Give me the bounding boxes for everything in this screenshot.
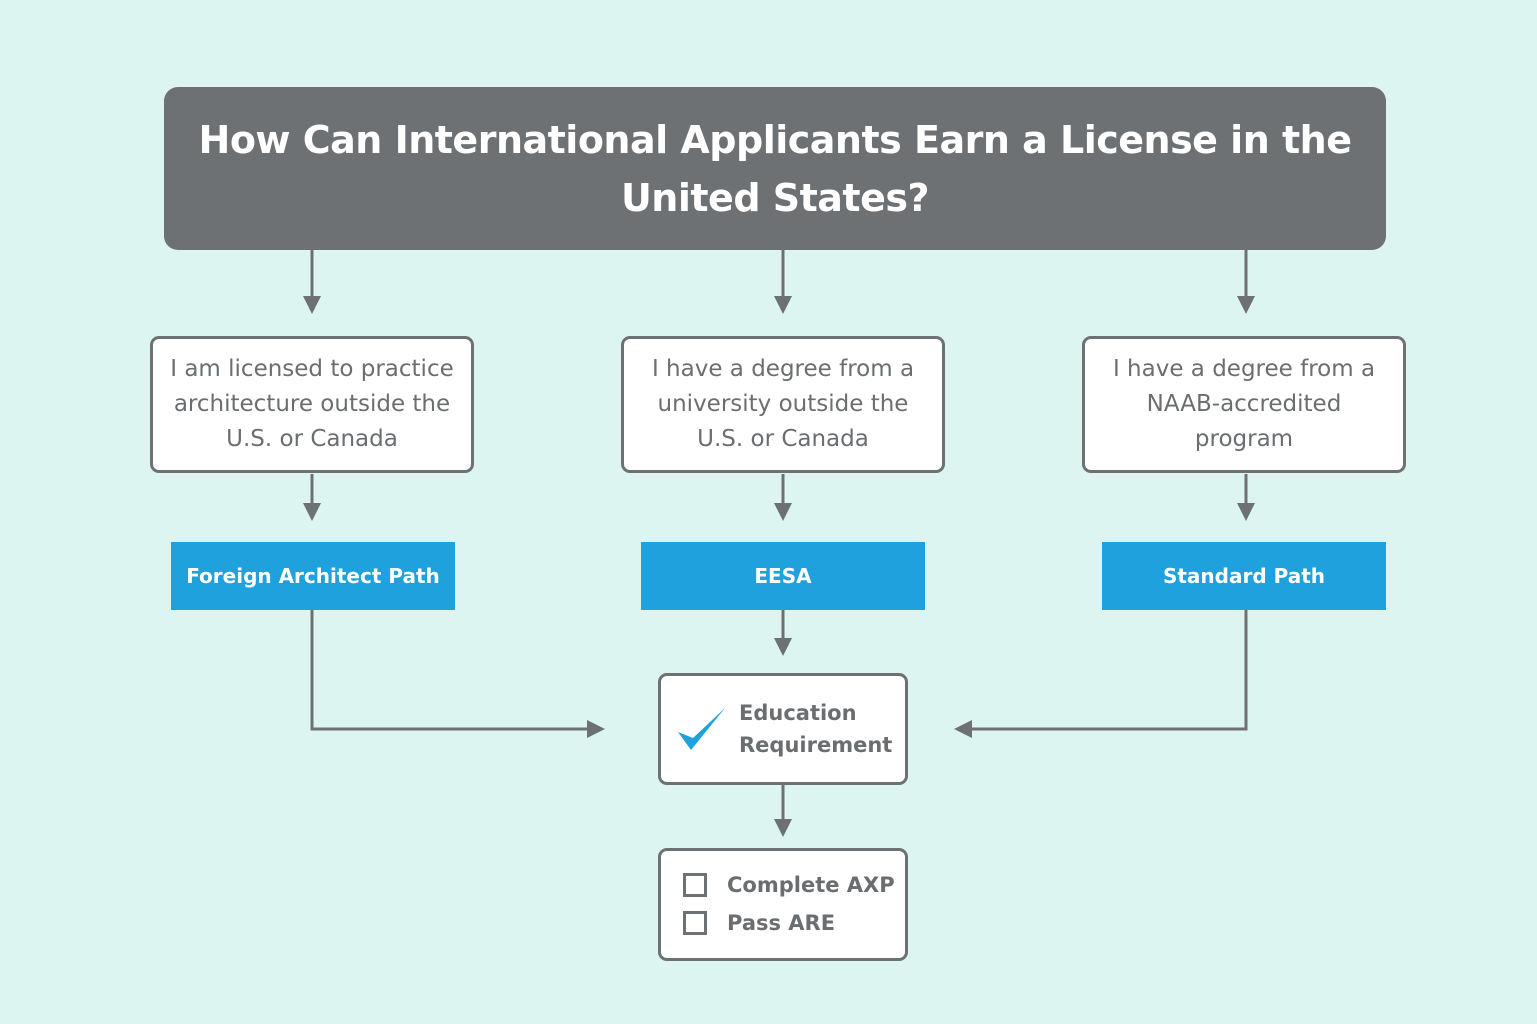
checkbox-icon — [683, 873, 707, 897]
complete-axp-label: Complete AXP — [727, 873, 895, 897]
foreign-architect-path: Foreign Architect Path — [171, 542, 455, 610]
final-steps-box: Complete AXP Pass ARE — [658, 848, 908, 961]
question-licensed-abroad: I am licensed to practice architecture o… — [150, 336, 474, 473]
checkbox-icon — [683, 911, 707, 935]
question-degree-abroad: I have a degree from a university outsid… — [621, 336, 945, 473]
education-requirement-box: Education Requirement — [658, 673, 908, 785]
checkmark-icon — [678, 708, 725, 750]
education-label-line2: Requirement — [739, 733, 893, 757]
eesa-path: EESA — [641, 542, 925, 610]
standard-path: Standard Path — [1102, 542, 1386, 610]
pass-are-label: Pass ARE — [727, 911, 836, 935]
education-label-line1: Education — [739, 701, 857, 725]
page-title: How Can International Applicants Earn a … — [164, 87, 1386, 250]
question-naab-degree: I have a degree from a NAAB-accredited p… — [1082, 336, 1406, 473]
